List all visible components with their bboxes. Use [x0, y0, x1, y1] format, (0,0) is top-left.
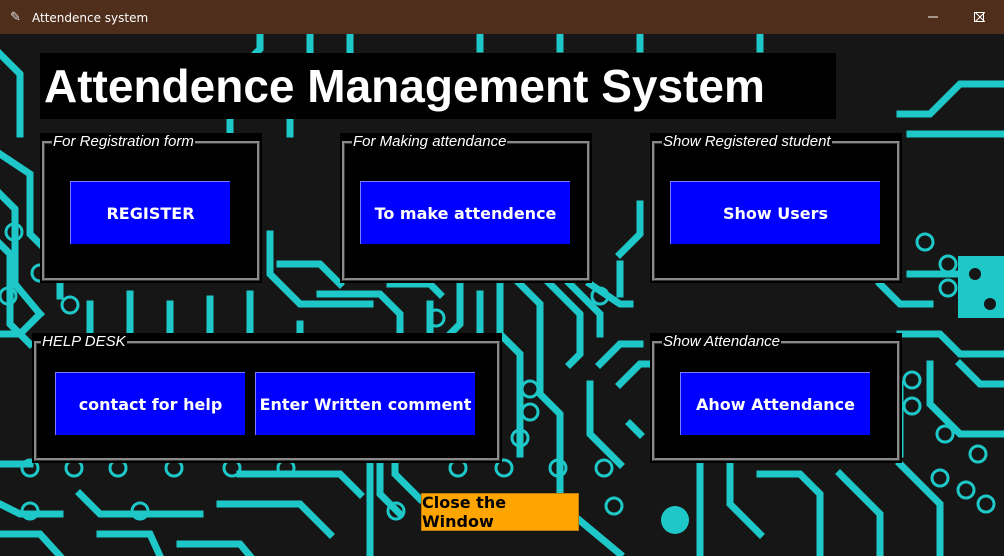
written-comment-button[interactable]: Enter Written comment [255, 372, 475, 435]
registered-student-legend: Show Registered student [662, 133, 832, 151]
window-title: Attendence system [32, 11, 149, 25]
close-icon [975, 12, 985, 22]
close-window-action-button[interactable]: Close the Window [421, 493, 579, 531]
show-users-button[interactable]: Show Users [670, 181, 880, 244]
close-window-button[interactable] [956, 0, 1004, 34]
maximize-icon [974, 12, 984, 22]
minimize-button[interactable] [910, 0, 956, 34]
feather-icon: ✎ [10, 9, 21, 24]
registration-legend: For Registration form [52, 133, 195, 151]
show-attendance-legend: Show Attendance [662, 333, 782, 351]
help-desk-legend: HELP DESK [41, 333, 127, 351]
contact-help-button[interactable]: contact for help [55, 372, 245, 435]
maximize-button[interactable] [956, 0, 1002, 34]
help-desk-frame: HELP DESK contact for help Enter Written… [32, 333, 502, 463]
attendance-legend: For Making attendance [352, 133, 508, 151]
attendance-frame: For Making attendance To make attendence [340, 133, 592, 283]
show-attendance-frame: Show Attendance Ahow Attendance [650, 333, 902, 463]
registration-frame: For Registration form REGISTER [40, 133, 262, 283]
page-title: Attendence Management System [40, 53, 836, 119]
registered-student-frame: Show Registered student Show Users [650, 133, 902, 283]
make-attendance-button[interactable]: To make attendence [360, 181, 570, 244]
main-canvas: Attendence Management System For Registr… [0, 34, 1004, 556]
title-bar[interactable]: ✎ Attendence system [0, 0, 1004, 34]
register-button[interactable]: REGISTER [70, 181, 230, 244]
minimize-icon [928, 16, 938, 18]
show-attendance-button[interactable]: Ahow Attendance [680, 372, 870, 435]
